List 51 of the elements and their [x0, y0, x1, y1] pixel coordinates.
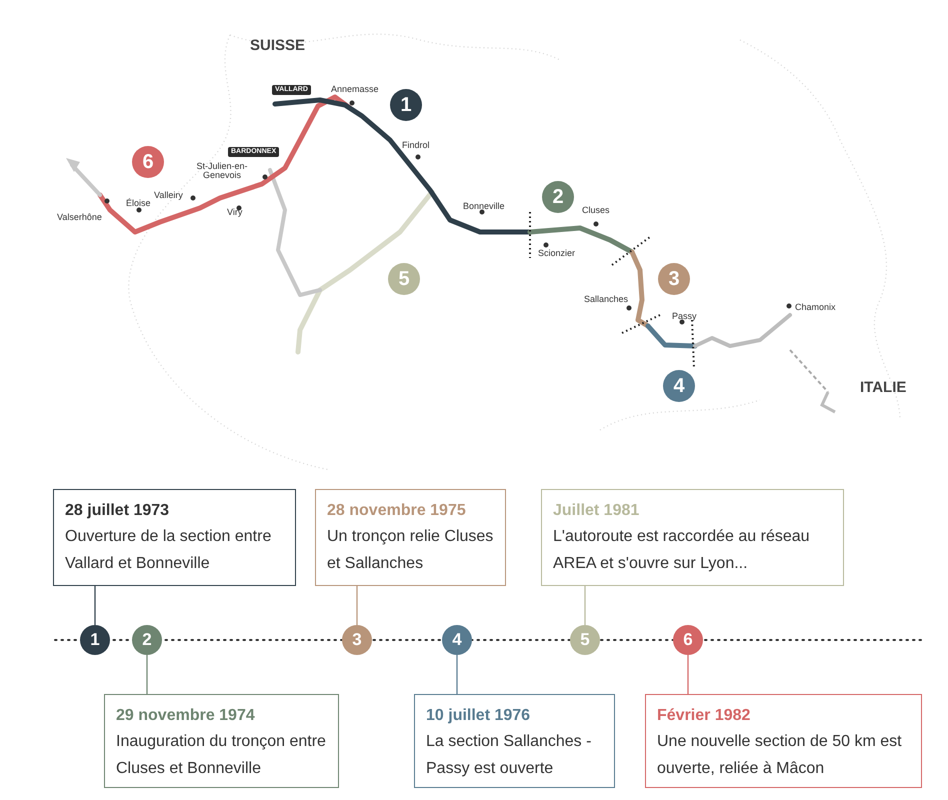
event-description: Une nouvelle section de 50 km est ouverte, reliée à Mâcon: [657, 732, 903, 779]
section-number-badge: 4: [663, 370, 695, 402]
date-heading: 28 juillet 1973: [65, 501, 170, 521]
timeline-card: [315, 489, 506, 586]
place-label: Findrol: [402, 140, 430, 150]
place-label: St-Julien-en-Genevois: [195, 162, 249, 180]
timeline-marker: 2: [132, 625, 162, 655]
place-label: Valserhône: [57, 212, 102, 222]
leader-line: [94, 586, 96, 625]
place-label: Éloise: [126, 198, 151, 208]
place-label: Valleiry: [154, 190, 183, 200]
date-heading: 28 novembre 1975: [327, 501, 467, 521]
section-number-badge: 1: [390, 89, 422, 121]
place-label: Viry: [227, 207, 242, 217]
country-label: SUISSE: [250, 38, 306, 54]
timeline-card: [541, 489, 844, 586]
timeline-card: [104, 694, 339, 788]
leader-line: [456, 655, 458, 694]
date-heading: Juillet 1981: [553, 501, 640, 521]
place-label: Passy: [672, 311, 697, 321]
event-description: Ouverture de la section entre Vallard et Bonneville: [65, 527, 272, 574]
place-label: Bonneville: [463, 201, 505, 211]
section-number-badge: 2: [542, 181, 574, 213]
place-label: Cluses: [582, 205, 610, 215]
leader-line: [356, 586, 358, 625]
section-number-badge: 3: [658, 263, 690, 295]
timeline-marker: 6: [673, 625, 703, 655]
place-label: Sallanches: [584, 294, 628, 304]
event-description: La section Sallanches - Passy est ouverte: [426, 732, 592, 779]
timeline-card: [414, 694, 615, 788]
date-heading: Février 1982: [657, 706, 752, 726]
event-description: L'autoroute est raccordée au réseau AREA et s'ouvre sur Lyon...: [553, 527, 811, 574]
leader-line: [146, 655, 148, 694]
place-label: Annemasse: [331, 84, 379, 94]
leader-line: [687, 655, 689, 694]
country-label: ITALIE: [860, 380, 906, 396]
timeline-card: [53, 489, 296, 586]
timeline-marker: 4: [442, 625, 472, 655]
section-number-badge: 6: [132, 146, 164, 178]
date-heading: 10 juillet 1976: [426, 706, 532, 726]
timeline-marker: 1: [80, 625, 110, 655]
timeline-card: [645, 694, 922, 788]
event-description: Un tronçon relie Cluses et Sallanches: [327, 527, 494, 574]
place-label: Scionzier: [538, 248, 576, 258]
timeline-marker: 5: [570, 625, 600, 655]
timeline-marker: 3: [342, 625, 372, 655]
date-heading: 29 novembre 1974: [116, 706, 256, 726]
event-description: Inauguration du tronçon entre Cluses et Bonneville: [116, 732, 327, 779]
section-number-badge: 5: [388, 263, 420, 295]
leader-line: [584, 586, 586, 625]
place-label: Chamonix: [795, 302, 836, 312]
